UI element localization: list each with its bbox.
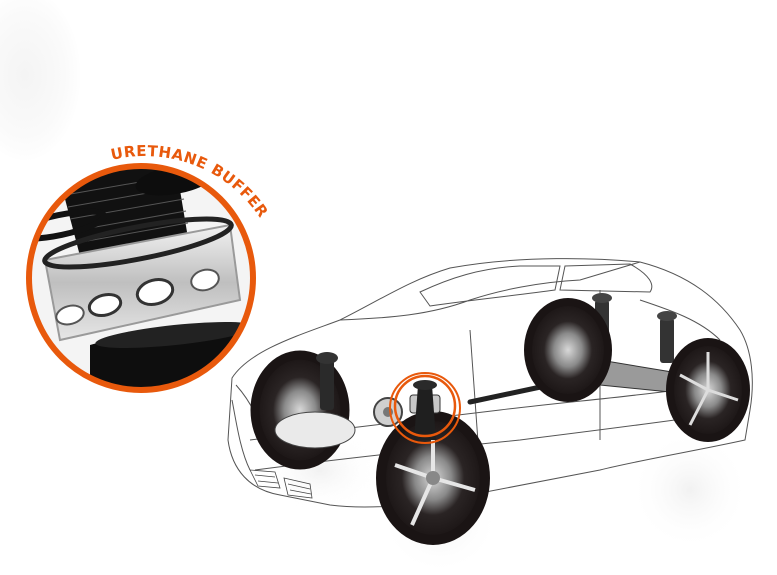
highlight-ring (389, 372, 461, 444)
brake-disc (373, 397, 403, 427)
urethane-buffer (42, 216, 242, 342)
wheel-rear-left (524, 298, 612, 402)
front-left-strut (316, 352, 338, 410)
callout-zoom-circle (26, 163, 256, 393)
front-grille (249, 469, 313, 499)
wheel-rear-right (666, 338, 750, 442)
drive-shaft (467, 382, 553, 405)
front-right-strut (409, 380, 441, 440)
